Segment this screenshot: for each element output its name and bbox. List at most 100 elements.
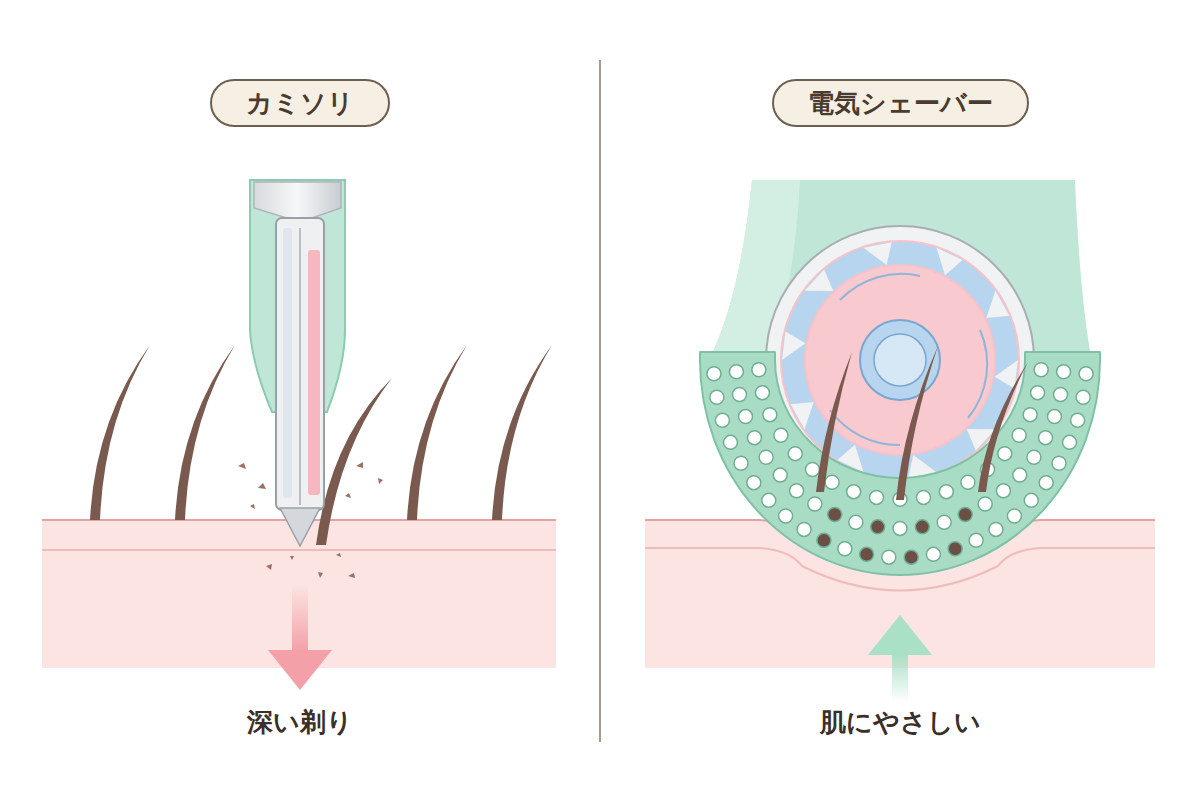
guard-hole xyxy=(828,508,842,522)
guard-hole xyxy=(1076,390,1090,404)
title-pill: 電気シェーバー xyxy=(772,79,1029,127)
cutter-tooth xyxy=(805,270,834,291)
guard-hole xyxy=(739,410,753,424)
arrow-head xyxy=(268,650,332,690)
cutter-ring xyxy=(793,253,1007,467)
guard-hole xyxy=(961,475,975,489)
guard-hole xyxy=(1031,386,1045,400)
cutter-tooth xyxy=(864,242,892,265)
arrow-shaft xyxy=(892,654,908,702)
guard-hole xyxy=(915,520,929,534)
guard-hole xyxy=(729,365,743,379)
guard-hole xyxy=(948,542,962,556)
guard-hole xyxy=(969,533,983,547)
guard-hole xyxy=(1023,408,1037,422)
guard-hole xyxy=(808,497,822,511)
guard-hole xyxy=(773,468,787,482)
guard-hole xyxy=(996,484,1010,498)
guard-hole xyxy=(958,508,972,522)
cutter-tooth xyxy=(995,360,1018,389)
guard-hole xyxy=(1054,387,1068,401)
hair xyxy=(90,345,150,520)
guard-hole xyxy=(937,515,951,529)
guard-hole xyxy=(752,363,766,377)
razor-cap xyxy=(254,182,341,222)
guard-hole xyxy=(762,493,776,507)
guard-hole xyxy=(1071,413,1085,427)
head-hub-center xyxy=(874,334,926,386)
blade-highlight xyxy=(283,228,292,498)
guard-hole xyxy=(1039,476,1053,490)
guard-hole xyxy=(1057,365,1071,379)
guard-hole xyxy=(710,390,724,404)
cutter-teeth xyxy=(782,242,1018,477)
hairs xyxy=(816,346,1028,500)
guard-holes xyxy=(707,363,1093,564)
guard-hole xyxy=(707,367,721,381)
blade-stripe xyxy=(308,250,320,495)
title-pill: カミソリ xyxy=(210,79,390,127)
guard-hole xyxy=(904,550,918,564)
guard-hole xyxy=(1039,431,1053,445)
guard-hole xyxy=(870,490,884,504)
pill-label: カミソリ xyxy=(246,87,354,119)
arrow-shaft xyxy=(292,585,308,651)
guard-hole xyxy=(797,522,811,536)
effect-label: 肌にやさしい xyxy=(820,706,981,738)
debris xyxy=(238,462,383,578)
guard-hole xyxy=(1027,450,1041,464)
guard-hole xyxy=(849,515,863,529)
guard-hole xyxy=(755,386,769,400)
guard-hole xyxy=(779,509,793,523)
guard-hole xyxy=(1012,428,1026,442)
guard-hole xyxy=(747,476,761,490)
hair xyxy=(492,345,552,520)
guard-hole xyxy=(989,522,1003,536)
guard-hole xyxy=(978,497,992,511)
head-hub xyxy=(860,320,940,400)
effect-label: 深い剃り xyxy=(247,706,353,738)
guard-hole xyxy=(825,475,839,489)
blade-tip xyxy=(280,508,320,546)
guard-hole xyxy=(1052,456,1066,470)
hair xyxy=(978,362,1028,492)
guard-hole xyxy=(788,447,802,461)
skin-layer xyxy=(42,549,556,551)
guard-hole xyxy=(838,542,852,556)
cutter-tooth xyxy=(782,331,805,360)
guard-hole xyxy=(1024,493,1038,507)
shaver-guard xyxy=(700,352,1100,575)
pill-label: 電気シェーバー xyxy=(808,87,993,119)
hair xyxy=(816,352,852,492)
guard-hole xyxy=(939,485,953,499)
guard-hole xyxy=(734,456,748,470)
guard-hole xyxy=(893,521,907,535)
arrow-head xyxy=(868,615,932,655)
guard-hole xyxy=(882,550,896,564)
guard-hole xyxy=(1034,363,1048,377)
hair xyxy=(896,346,938,500)
cutter-tooth xyxy=(986,291,1009,318)
guard-hole xyxy=(759,450,773,464)
guard-hole xyxy=(916,490,930,504)
rotation-marks xyxy=(830,274,987,445)
guard-hole xyxy=(817,533,831,547)
guard-hole xyxy=(871,520,885,534)
cutter-tooth xyxy=(936,248,962,275)
guard-hole xyxy=(1007,509,1021,523)
hair xyxy=(175,345,235,520)
razor-blade xyxy=(276,218,324,510)
guard-hole xyxy=(860,547,874,561)
guard-hole xyxy=(847,485,861,499)
guard-hole xyxy=(998,447,1012,461)
guard-hole xyxy=(715,413,729,427)
panel-divider xyxy=(599,60,601,742)
guard-hole xyxy=(723,435,737,449)
guard-hole xyxy=(1063,435,1077,449)
guard-hole xyxy=(763,408,777,422)
guard-hole xyxy=(774,428,788,442)
guard-hole xyxy=(1079,367,1093,381)
guard-hole xyxy=(790,484,804,498)
guard-hole xyxy=(1047,410,1061,424)
